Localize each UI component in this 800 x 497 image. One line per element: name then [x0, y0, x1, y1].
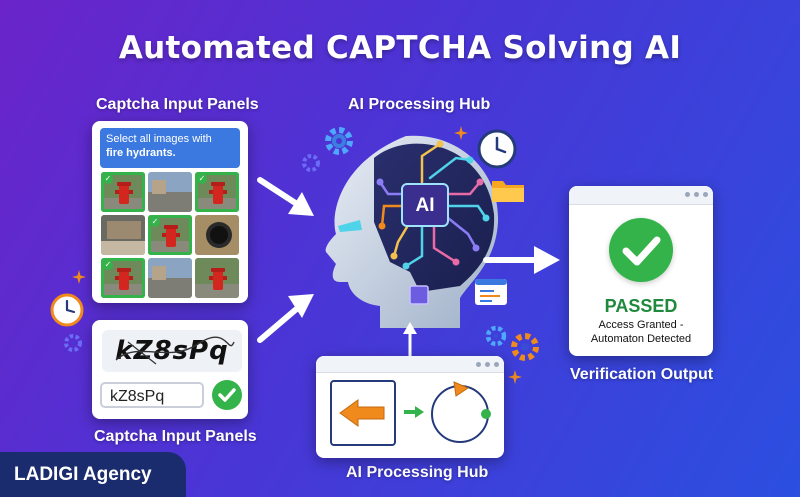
checkmark-icon [609, 218, 673, 282]
captcha-image-tile[interactable] [195, 215, 239, 255]
hydrant-image [195, 258, 239, 298]
window-titlebar [569, 186, 713, 205]
captcha-image-tile[interactable] [148, 258, 192, 298]
cycle-icon [431, 381, 491, 443]
gear-icon [511, 333, 539, 361]
code-window-icon [475, 279, 507, 305]
distorted-text: kZ8sPq [115, 336, 229, 366]
captcha-image-tile[interactable]: ✓ [101, 172, 145, 212]
arrow-to-output [483, 246, 560, 274]
sparkle-icon [72, 270, 86, 284]
ai-head-illustration [325, 135, 499, 328]
captcha-image-tile[interactable]: ✓ [101, 258, 145, 298]
ai-chip-label: AI [415, 195, 435, 216]
captcha-image-tile[interactable]: ✓ [195, 172, 239, 212]
input-arrows [257, 177, 314, 343]
pipe-image [195, 215, 239, 255]
clock-icon [477, 129, 517, 169]
arrow-to-brain-top [257, 177, 314, 216]
agency-badge: LADIGI Agency [0, 452, 186, 497]
input-panels-label-top: Captcha Input Panels [96, 96, 259, 113]
arrow-to-brain-bottom [257, 294, 314, 343]
arrow-left-icon [330, 380, 396, 446]
gear-icon [485, 325, 507, 347]
noise-lines [115, 336, 235, 365]
captcha-instruction: Select all images with fire hydrants. [100, 128, 240, 168]
hub-label-top: AI Processing Hub [348, 96, 491, 113]
street-image [148, 258, 192, 298]
window-titlebar [316, 356, 504, 373]
input-panels-label-bottom: Captcha Input Panels [94, 428, 257, 445]
captcha-image-tile[interactable] [195, 258, 239, 298]
tile-selected-check-icon: ✓ [150, 217, 160, 227]
captcha-image-tile[interactable] [148, 172, 192, 212]
gear-icon [64, 334, 82, 352]
tile-selected-check-icon: ✓ [103, 260, 113, 270]
instruction-line-2: fire hydrants. [106, 147, 176, 159]
result-message-line-1: Access Granted - [598, 319, 684, 331]
result-status: PASSED [604, 296, 678, 316]
captcha-image-tile[interactable] [101, 215, 145, 255]
curb-image [101, 215, 145, 255]
distorted-captcha-text: kZ8sPq [102, 330, 242, 372]
verification-label: Verification Output [570, 366, 714, 383]
result-message-line-2: Automaton Detected [590, 333, 692, 345]
arrow-right-icon [404, 406, 424, 418]
image-tile-grid: ✓ ✓ ✓ ✓ [101, 172, 239, 298]
sparkle-icon [454, 126, 468, 140]
captcha-answer-input[interactable]: kZ8sPq [100, 382, 204, 408]
street-image [148, 172, 192, 212]
tile-selected-check-icon: ✓ [103, 174, 113, 184]
folder-icon [492, 181, 524, 202]
hub-connector-arrow [403, 322, 417, 356]
tile-selected-check-icon: ✓ [197, 174, 207, 184]
gear-icon [302, 154, 320, 172]
sparkle-icon [508, 370, 522, 384]
clock-icon [50, 293, 84, 327]
instruction-line-1: Select all images with [106, 133, 212, 145]
answer-check-icon [212, 380, 242, 410]
hub-label-bottom: AI Processing Hub [346, 464, 489, 481]
page-title: Automated CAPTCHA Solving AI [118, 30, 682, 66]
gear-icon [325, 127, 353, 155]
captcha-image-tile[interactable]: ✓ [148, 215, 192, 255]
